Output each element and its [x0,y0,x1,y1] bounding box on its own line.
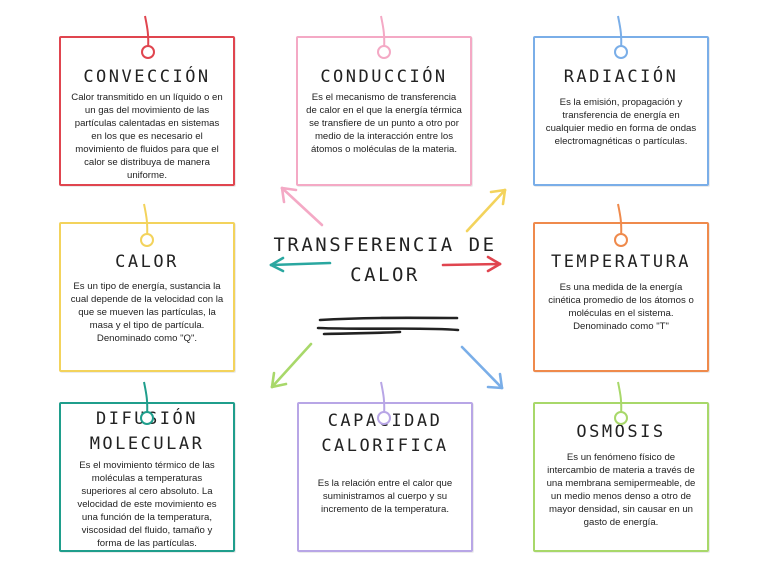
card-conduccion: CONDUCCIÓN Es el mecanismo de transferen… [296,36,472,186]
pin-icon [141,15,155,59]
card-body-conveccion: Calor transmitido en un líquido o en un … [71,92,223,181]
card-title-conduccion: CONDUCCIÓN [320,67,448,87]
card-body-difusion: Es el movimiento térmico de las molécula… [77,460,217,549]
card-title-capacidad-2: CALORIFICA [321,436,449,456]
card-body-temperatura: Es una medida de la energía cinética pro… [548,282,694,332]
card-radiacion: RADIACIÓN Es la emisión, propagación y t… [533,36,709,186]
card-title-calor: CALOR [115,252,179,272]
arrow-right-icon [441,255,502,273]
card-title-osmosis: OSMOSIS [576,422,666,442]
pin-icon [614,15,628,59]
central-title: TRANSFERENCIA DE CALOR [265,230,505,290]
title-underline [316,316,460,336]
arrow-down-left-icon [270,342,313,389]
card-title-conveccion: CONVECCIÓN [83,67,211,87]
arrow-down-right-icon [460,345,504,390]
card-title-difusion-2: MOLECULAR [89,434,205,454]
card-title-radiacion: RADIACIÓN [563,67,679,87]
arrow-left-icon [269,256,332,273]
card-title-temperatura: TEMPERATURA [550,252,692,272]
card-body-capacidad: Es la relación entre el calor que sumini… [317,478,453,515]
card-body-calor: Es un tipo de energía, sustancia la cual… [70,281,224,344]
pin-icon [614,381,628,425]
card-capacidad: CAPACIDAD CALORIFICA Es la relación entr… [297,402,473,552]
central-title-line-2: CALOR [350,264,420,286]
arrow-up-right-icon [465,188,507,233]
card-body-osmosis: Es un fenómeno físico de intercambio de … [546,452,696,528]
pin-icon [614,203,628,247]
card-conveccion: CONVECCIÓN Calor transmitido en un líqui… [59,36,235,186]
card-difusion: DIFUSIÓN MOLECULAR Es el movimiento térm… [59,402,235,552]
pin-icon [377,381,391,425]
central-title-line-1: TRANSFERENCIA DE [273,234,497,256]
arrow-up-left-icon [280,186,324,227]
pin-icon [140,203,154,247]
card-body-radiacion: Es la emisión, propagación y transferenc… [545,97,697,147]
pin-icon [377,15,391,59]
pin-icon [140,381,154,425]
card-body-conduccion: Es el mecanismo de transferencia de calo… [306,92,462,155]
